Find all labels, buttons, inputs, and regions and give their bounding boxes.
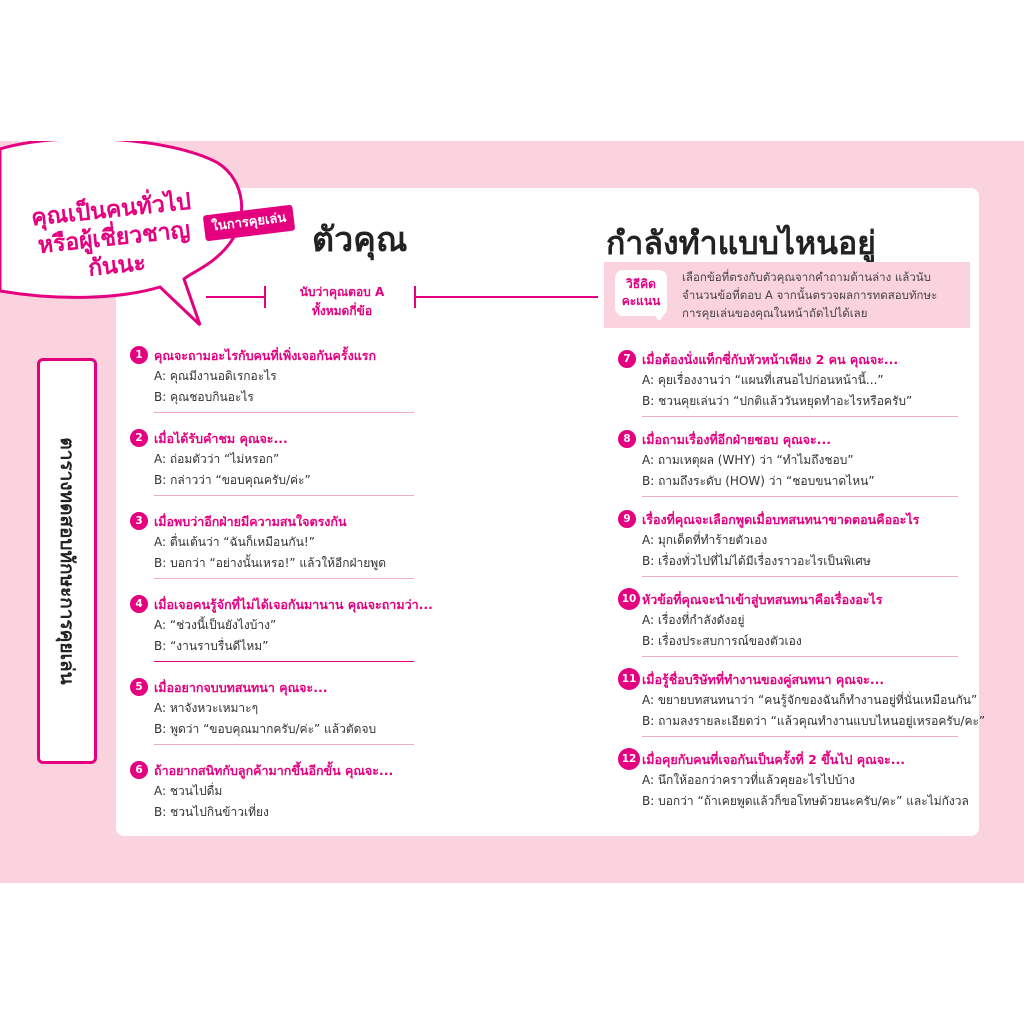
question-title: เมื่อต้องนั่งแท็กซี่กับหัวหน้าเพียง 2 คน…: [642, 352, 899, 367]
question-number: 8: [618, 430, 636, 448]
side-tab: ตารางทดสอบทักษะการคุยเล่น: [37, 358, 97, 764]
badge-tail-icon: [652, 312, 666, 321]
question-number: 12: [618, 748, 640, 770]
question-title: เมื่อได้รับคำชม คุณจะ...: [154, 431, 288, 446]
method-badge-line-2: คะแนน: [621, 294, 661, 308]
question-number: 9: [618, 510, 636, 528]
option-b: B: คุณชอบกินอะไร: [154, 390, 254, 404]
option-b: B: ถามถึงระดับ (HOW) ว่า “ชอบขนาดไหน”: [642, 474, 875, 488]
option-b: B: กล่าวว่า “ขอบคุณครับ/ค่ะ”: [154, 473, 311, 487]
question-title: เมื่อรู้ชื่อบริษัทที่ทำงานของคู่สนทนา คุ…: [642, 672, 885, 687]
question-divider: [154, 412, 414, 413]
speech-bubble-icon: [0, 141, 244, 327]
option-b: B: บอกว่า “อย่างนั้นเหรอ!” แล้วให้อีกฝ่า…: [154, 556, 387, 570]
scoring-method-text: เลือกข้อที่ตรงกับตัวคุณจากคำถามด้านล่าง …: [682, 268, 970, 322]
question-number: 3: [130, 512, 148, 530]
option-b: B: ชวนคุยเล่นว่า “ปกติแล้ววันหยุดทำอะไรห…: [642, 394, 913, 408]
option-a: A: “ช่วงนี้เป็นยังไงบ้าง”: [154, 618, 277, 632]
question-divider: [154, 744, 414, 745]
question-divider: [154, 661, 414, 662]
option-a: A: ขยายบทสนทนาว่า “คนรู้จักของฉันก็ทำงาน…: [642, 693, 978, 707]
method-badge-line-1: วิธีคิด: [626, 277, 656, 291]
side-tab-label: ตารางทดสอบทักษะการคุยเล่น: [56, 437, 78, 685]
option-b: B: “งานราบรื่นดีไหม”: [154, 639, 269, 653]
option-a: A: นึกให้ออกว่าคราวที่แล้วคุยอะไรไปบ้าง: [642, 773, 855, 787]
option-b: B: บอกว่า “ถ้าเคยพูดแล้วก็ขอโทษด้วยนะครั…: [642, 794, 969, 808]
question-title: คุณจะถามอะไรกับคนที่เพิ่งเจอกันครั้งแรก: [154, 348, 377, 363]
question-title: เรื่องที่คุณจะเลือกพูดเมื่อบทสนทนาขาดตอน…: [642, 512, 920, 527]
option-b: B: ชวนไปกินข้าวเที่ยง: [154, 805, 269, 819]
question-title: เมื่อเจอคนรู้จักที่ไม่ได้เจอกันมานาน คุณ…: [154, 597, 433, 612]
question-number: 2: [130, 429, 148, 447]
connector-cap-left: [264, 286, 266, 308]
option-a: A: คุณมีงานอดิเรกอะไร: [154, 369, 277, 383]
question-divider: [642, 416, 958, 417]
option-a: A: ถ่อมตัวว่า “ไม่หรอก”: [154, 452, 280, 466]
option-a: A: เรื่องที่กำลังดังอยู่: [642, 613, 745, 627]
option-a: A: ชวนไปดื่ม: [154, 784, 223, 798]
count-note-line-1: นับว่าคุณตอบ A: [299, 285, 385, 299]
question-divider: [642, 656, 958, 657]
count-note-line-2: ทั้งหมดกี่ข้อ: [311, 304, 373, 318]
question-number: 6: [130, 761, 148, 779]
option-a: A: มุกเด็ดที่ทำร้ายตัวเอง: [642, 533, 768, 547]
question-number: 10: [618, 588, 640, 610]
question-divider: [154, 495, 414, 496]
question-title: เมื่อพบว่าอีกฝ่ายมีความสนใจตรงกัน: [154, 514, 347, 529]
connector-line-right: [414, 296, 598, 298]
option-a: A: ถามเหตุผล (WHY) ว่า “ทำไมถึงชอบ”: [642, 453, 854, 467]
title-left: ตัวคุณ: [312, 220, 408, 260]
question-title: เมื่อคุยกับคนที่เจอกันเป็นครั้งที่ 2 ขึ้…: [642, 752, 906, 767]
question-divider: [154, 578, 414, 579]
method-line-2: จำนวนข้อที่ตอบ A จากนั้นตรวจผลการทดสอบทั…: [682, 288, 938, 302]
title-right: กำลังทำแบบไหนอยู่: [606, 224, 876, 262]
question-number: 7: [618, 350, 636, 368]
question-number: 11: [618, 668, 640, 690]
question-number: 5: [130, 678, 148, 696]
option-a: A: หาจังหวะเหมาะๆ: [154, 701, 259, 715]
option-a: A: คุยเรื่องงานว่า “แผนที่เสนอไปก่อนหน้า…: [642, 373, 884, 387]
question-title: หัวข้อที่คุณจะนำเข้าสู่บทสนทนาคือเรื่องอ…: [642, 592, 883, 607]
question-title: เมื่ออยากจบบทสนทนา คุณจะ...: [154, 680, 328, 695]
scoring-method-badge: วิธีคิด คะแนน: [615, 270, 667, 316]
count-note: นับว่าคุณตอบ A ทั้งหมดกี่ข้อ: [272, 283, 412, 321]
option-b: B: พูดว่า “ขอบคุณมากครับ/ค่ะ” แล้วตัดจบ: [154, 722, 377, 736]
method-line-1: เลือกข้อที่ตรงกับตัวคุณจากคำถามด้านล่าง …: [682, 270, 931, 284]
question-divider: [642, 576, 958, 577]
question-title: ถ้าอยากสนิทกับลูกค้ามากขึ้นอีกขั้น คุณจะ…: [154, 763, 394, 778]
question-divider: [642, 496, 958, 497]
method-line-3: การคุยเล่นของคุณในหน้าถัดไปได้เลย: [682, 306, 868, 320]
option-b: B: ถามลงรายละเอียดว่า “แล้วคุณทำงานแบบไห…: [642, 714, 986, 728]
connector-line-left: [206, 296, 266, 298]
option-b: B: เรื่องทั่วไปที่ไม่ได้มีเรื่องราวอะไรเ…: [642, 554, 871, 568]
question-divider: [642, 736, 958, 737]
option-a: A: ตื่นเต้นว่า “ฉันก็เหมือนกัน!”: [154, 535, 315, 549]
question-number: 4: [130, 595, 148, 613]
option-b: B: เรื่องประสบการณ์ของตัวเอง: [642, 634, 802, 648]
question-title: เมื่อถามเรื่องที่อีกฝ่ายชอบ คุณจะ...: [642, 432, 831, 447]
question-number: 1: [130, 346, 148, 364]
